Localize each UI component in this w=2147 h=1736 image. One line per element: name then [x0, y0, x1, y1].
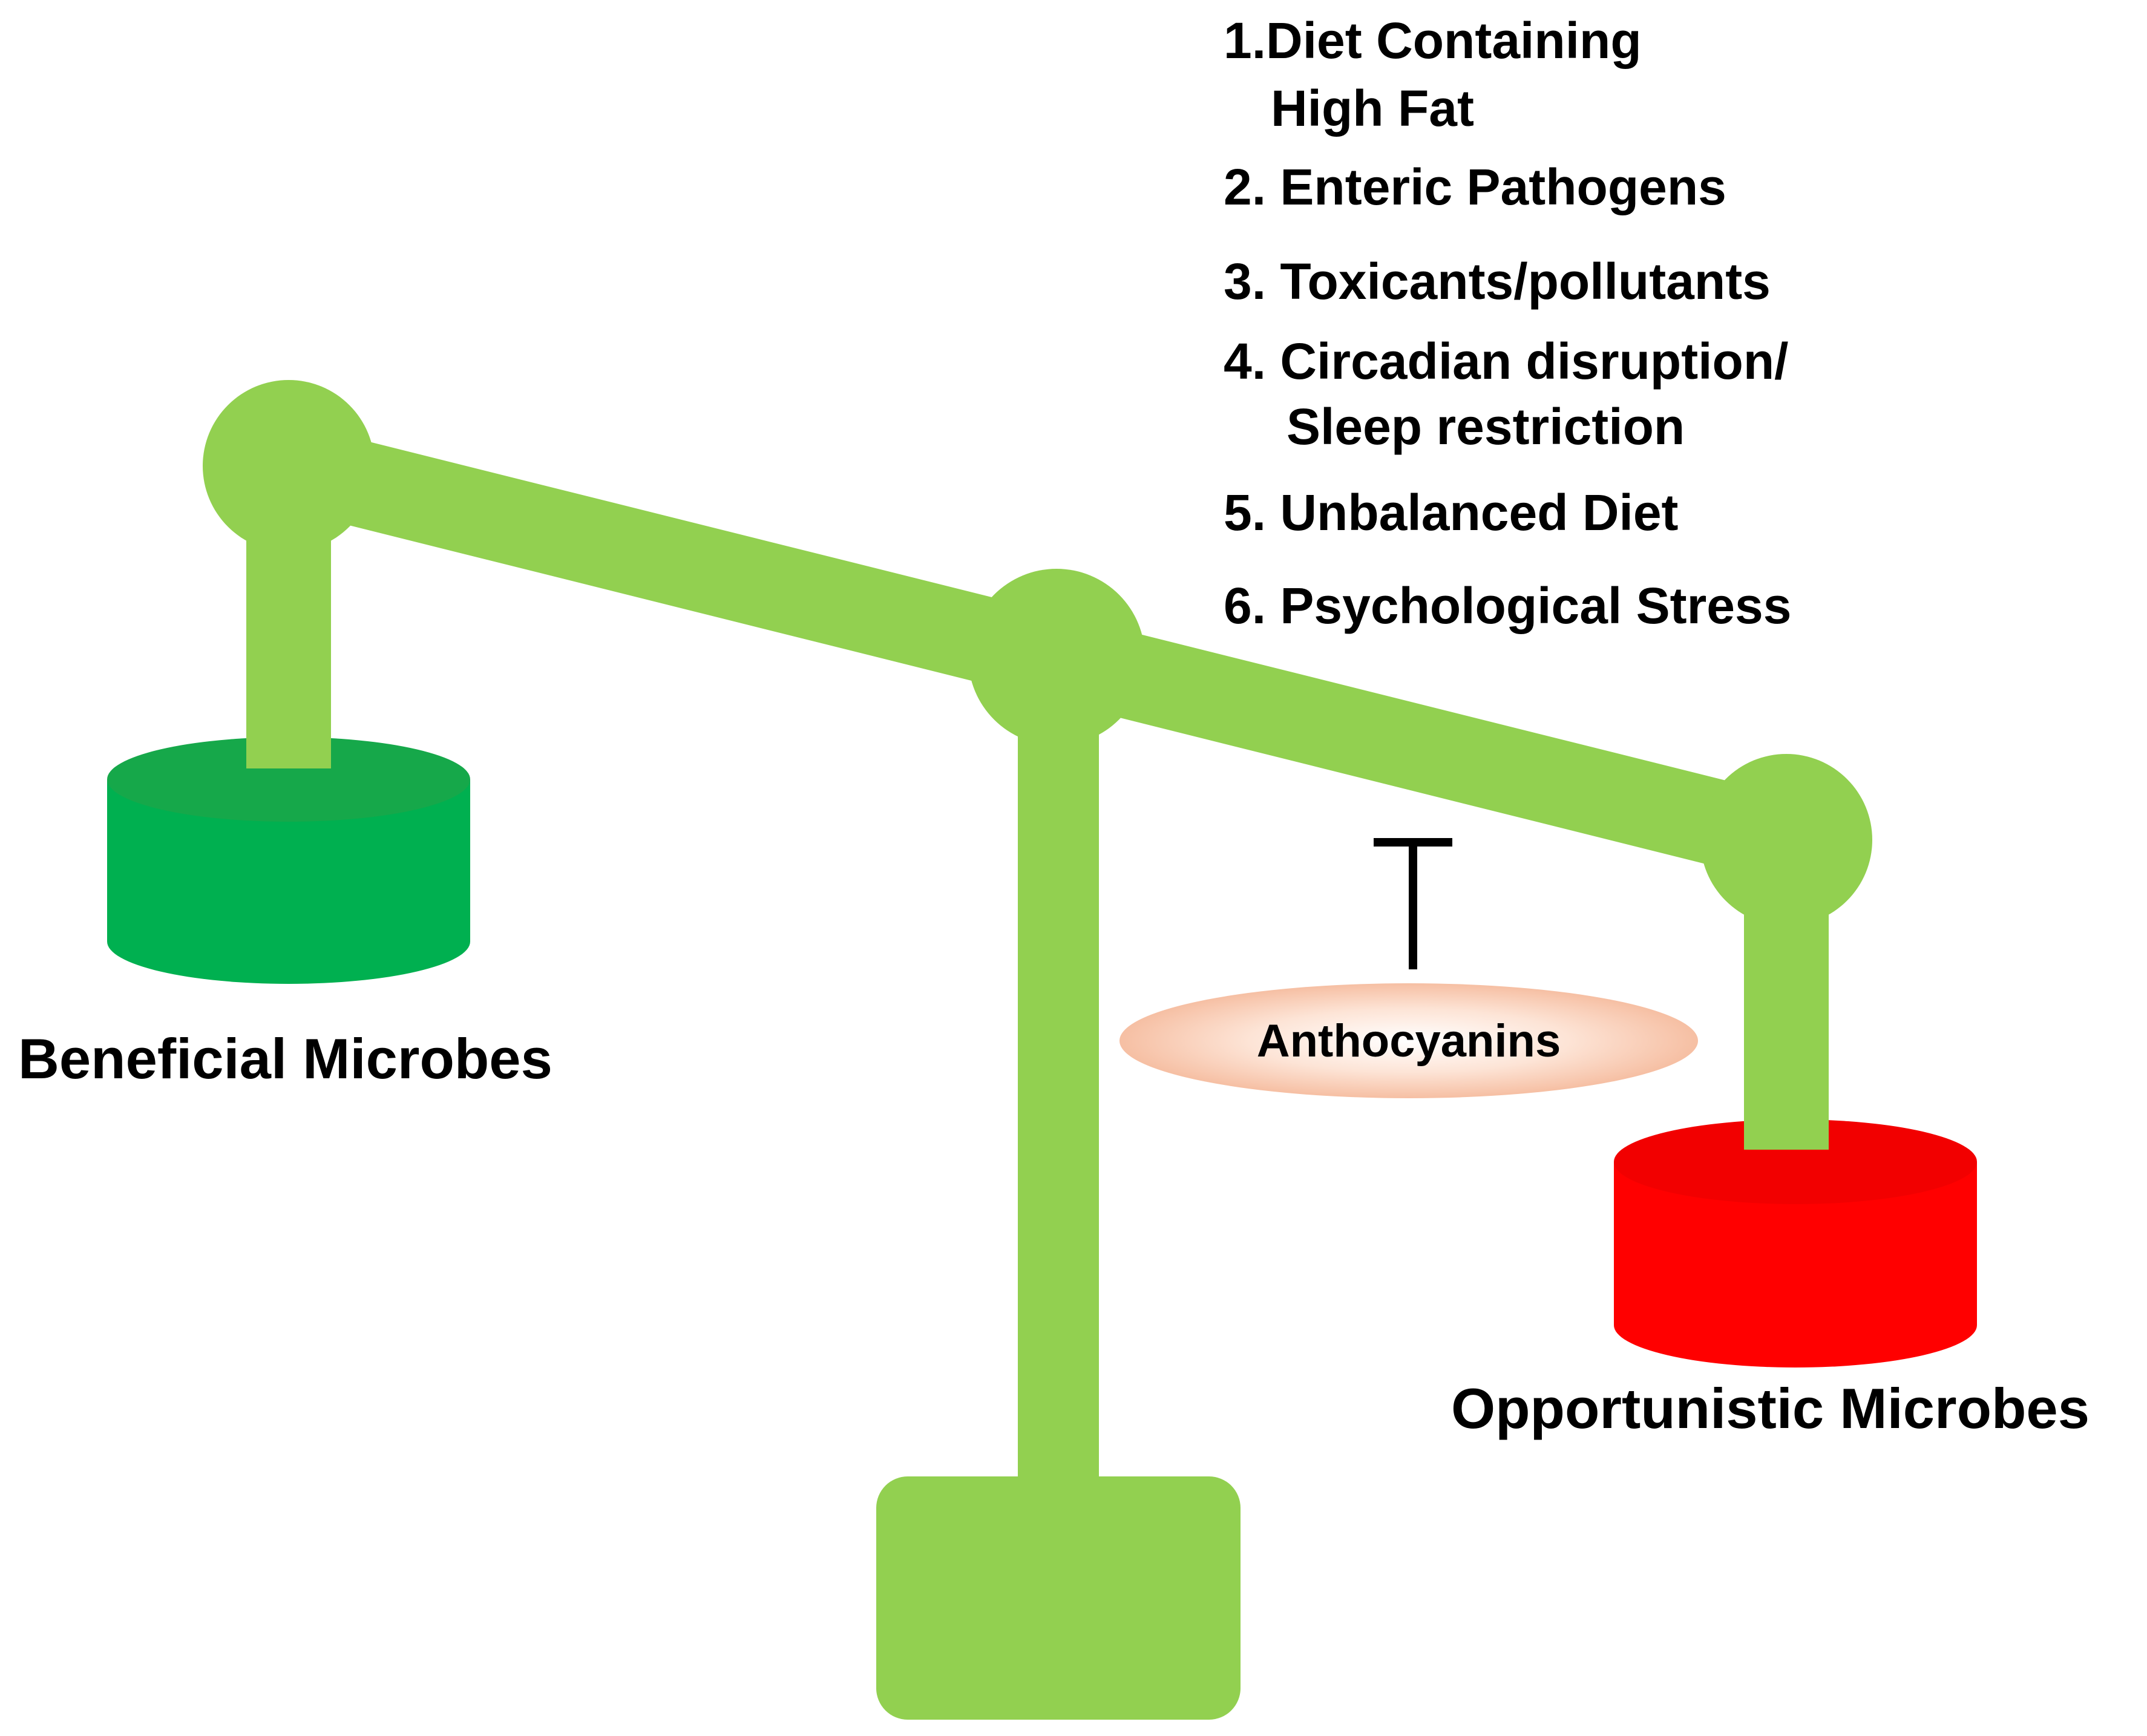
right-joint: [1700, 754, 1872, 926]
factor-4-line-2: Sleep restriction: [1287, 398, 1685, 455]
factor-6: 6. Psychological Stress: [1224, 577, 1791, 634]
inhibition-symbol: [1374, 838, 1452, 969]
opportunistic-microbes-weight: [1614, 1113, 1977, 1368]
factor-1-line-1: 1.Diet Containing: [1224, 12, 1642, 69]
factor-1: 1.Diet Containing High Fat: [1224, 12, 1656, 137]
factor-4: 4. Circadian disruption/ Sleep restricti…: [1224, 333, 1803, 455]
anthocyanins-ellipse: [1119, 983, 1698, 1098]
center-pivot: [968, 569, 1145, 745]
left-joint: [203, 380, 375, 552]
disruptive-factors-list: 1.Diet Containing High Fat 2. Enteric Pa…: [1224, 12, 1803, 634]
beneficial-microbes-weight: [107, 732, 470, 984]
scale-base: [876, 1476, 1241, 1720]
beneficial-microbes-label: Beneficial Microbes: [18, 1027, 552, 1090]
factor-4-line-1: 4. Circadian disruption/: [1224, 333, 1788, 390]
factor-2: 2. Enteric Pathogens: [1224, 159, 1726, 215]
scale-stand: [1018, 690, 1099, 1489]
factor-1-line-2: High Fat: [1271, 80, 1474, 137]
opportunistic-microbes-label: Opportunistic Microbes: [1451, 1377, 2090, 1440]
anthocyanins-label: Anthocyanins: [1257, 1015, 1561, 1067]
factor-3: 3. Toxicants/pollutants: [1224, 253, 1771, 310]
factor-5: 5. Unbalanced Diet: [1224, 484, 1679, 541]
